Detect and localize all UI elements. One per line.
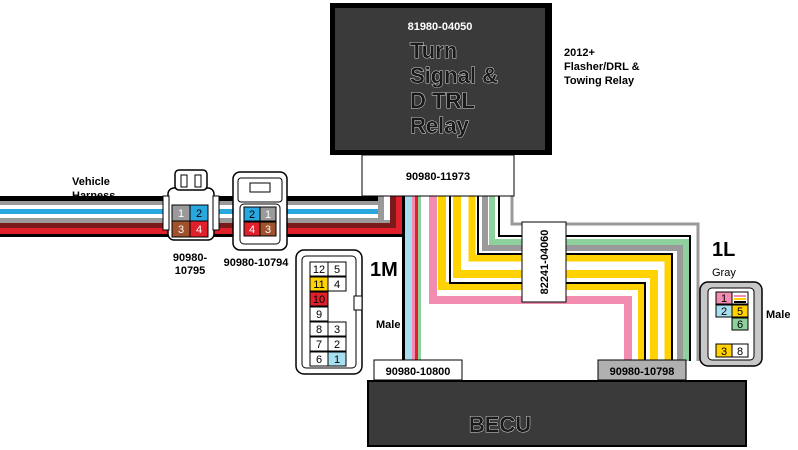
relay-connector: 90980-11973: [361, 154, 515, 197]
svg-text:3: 3: [178, 224, 184, 236]
pin-10794-3: [259, 221, 277, 237]
svg-text:2: 2: [196, 208, 202, 220]
relay-part-number: 81980-04050: [408, 21, 473, 33]
svg-text:1: 1: [334, 354, 340, 366]
connector-10794-part: 90980-10794: [224, 257, 290, 269]
relay-module: 81980-04050 Turn Signal & D TRL Relay: [330, 3, 552, 155]
connector-1m-gender: Male: [376, 319, 400, 331]
relay-title-line-3: D TRL: [410, 88, 475, 113]
pin-1m-3: [327, 321, 347, 337]
note-line-2: Flasher/DRL &: [564, 61, 640, 73]
pin-1m-5: [327, 261, 347, 277]
connector-10794: 2 1 4 3 90980-10794: [224, 171, 290, 269]
relay-title-line-2: Signal &: [410, 63, 498, 88]
pin-1m-2: [327, 336, 347, 352]
svg-text:1: 1: [178, 208, 184, 220]
svg-text:12: 12: [313, 264, 325, 276]
svg-text:3: 3: [265, 224, 271, 236]
svg-text:1: 1: [721, 293, 727, 305]
becu-body: [367, 380, 747, 447]
connector-10795-part-1: 90980-: [173, 252, 208, 264]
svg-text:8: 8: [316, 324, 322, 336]
pin-1l-8: [731, 343, 749, 358]
pin-10795-4: [189, 220, 209, 238]
relay-connector-box: [361, 154, 515, 197]
connector-1m-part: 90980-10800: [386, 366, 451, 378]
becu-label: BECU: [469, 412, 531, 437]
svg-text:11: 11: [313, 279, 324, 291]
note-line-3: Towing Relay: [564, 75, 635, 87]
relay-connector-part: 90980-11973: [406, 171, 470, 183]
svg-text:3: 3: [334, 324, 340, 336]
harness-tag-part: 82241-04060: [539, 230, 551, 295]
vehicle-harness-label-1: Vehicle: [72, 176, 110, 188]
svg-text:6: 6: [316, 354, 322, 366]
svg-text:4: 4: [334, 279, 340, 291]
svg-text:6: 6: [737, 319, 743, 331]
pin-10794-1: [259, 206, 277, 222]
svg-text:1: 1: [265, 209, 271, 221]
pin-1l-6: [731, 317, 749, 331]
becu-module: BECU: [367, 380, 747, 447]
center-vertical-wires: [378, 196, 425, 361]
svg-text:5: 5: [334, 264, 340, 276]
harness-tag: 82241-04060: [521, 221, 567, 303]
connector-1m-pins: 12 5 11 4 10 9 8 3 7 2 6 1: [309, 261, 347, 367]
svg-text:7: 7: [316, 339, 322, 351]
pin-1l-5: [731, 304, 749, 318]
connector-1l-part: 90980-10798: [610, 366, 675, 378]
svg-text:5: 5: [737, 306, 743, 318]
svg-text:8: 8: [737, 346, 743, 358]
svg-text:2: 2: [249, 209, 255, 221]
connector-1l-color: Gray: [712, 267, 736, 279]
connector-1l: 1L Gray 1 2 5 6 3 8 Male: [699, 239, 790, 367]
connector-10795-part-2: 10795: [175, 265, 206, 277]
svg-text:3: 3: [721, 346, 727, 358]
relay-note: 2012+ Flasher/DRL & Towing Relay: [564, 47, 640, 87]
svg-text:4: 4: [196, 224, 202, 236]
pin-1m-9: [309, 306, 329, 322]
pin-1m-10: [309, 291, 329, 307]
svg-text:2: 2: [334, 339, 340, 351]
relay-title-line-1: Turn: [410, 38, 457, 63]
pin-1m-1: [327, 351, 347, 367]
svg-text:4: 4: [249, 224, 255, 236]
svg-text:9: 9: [316, 309, 322, 321]
note-line-1: 2012+: [564, 47, 595, 59]
connector-1m: 12 5 11 4 10 9 8 3 7 2 6 1 1M Male: [295, 249, 400, 375]
svg-text:10: 10: [313, 294, 325, 306]
pin-1m-4: [327, 276, 347, 292]
svg-text:2: 2: [721, 306, 727, 318]
connector-1l-gender: Male: [766, 309, 790, 321]
relay-title-line-4: Relay: [410, 113, 469, 138]
vehicle-harness-label-2: Harness: [72, 190, 115, 202]
connector-1m-label: 1M: [370, 259, 398, 281]
connector-10795: 1 2 3 4 90980- 10795: [162, 169, 220, 277]
relay-body: [335, 8, 545, 150]
connector-1l-label: 1L: [712, 239, 735, 261]
